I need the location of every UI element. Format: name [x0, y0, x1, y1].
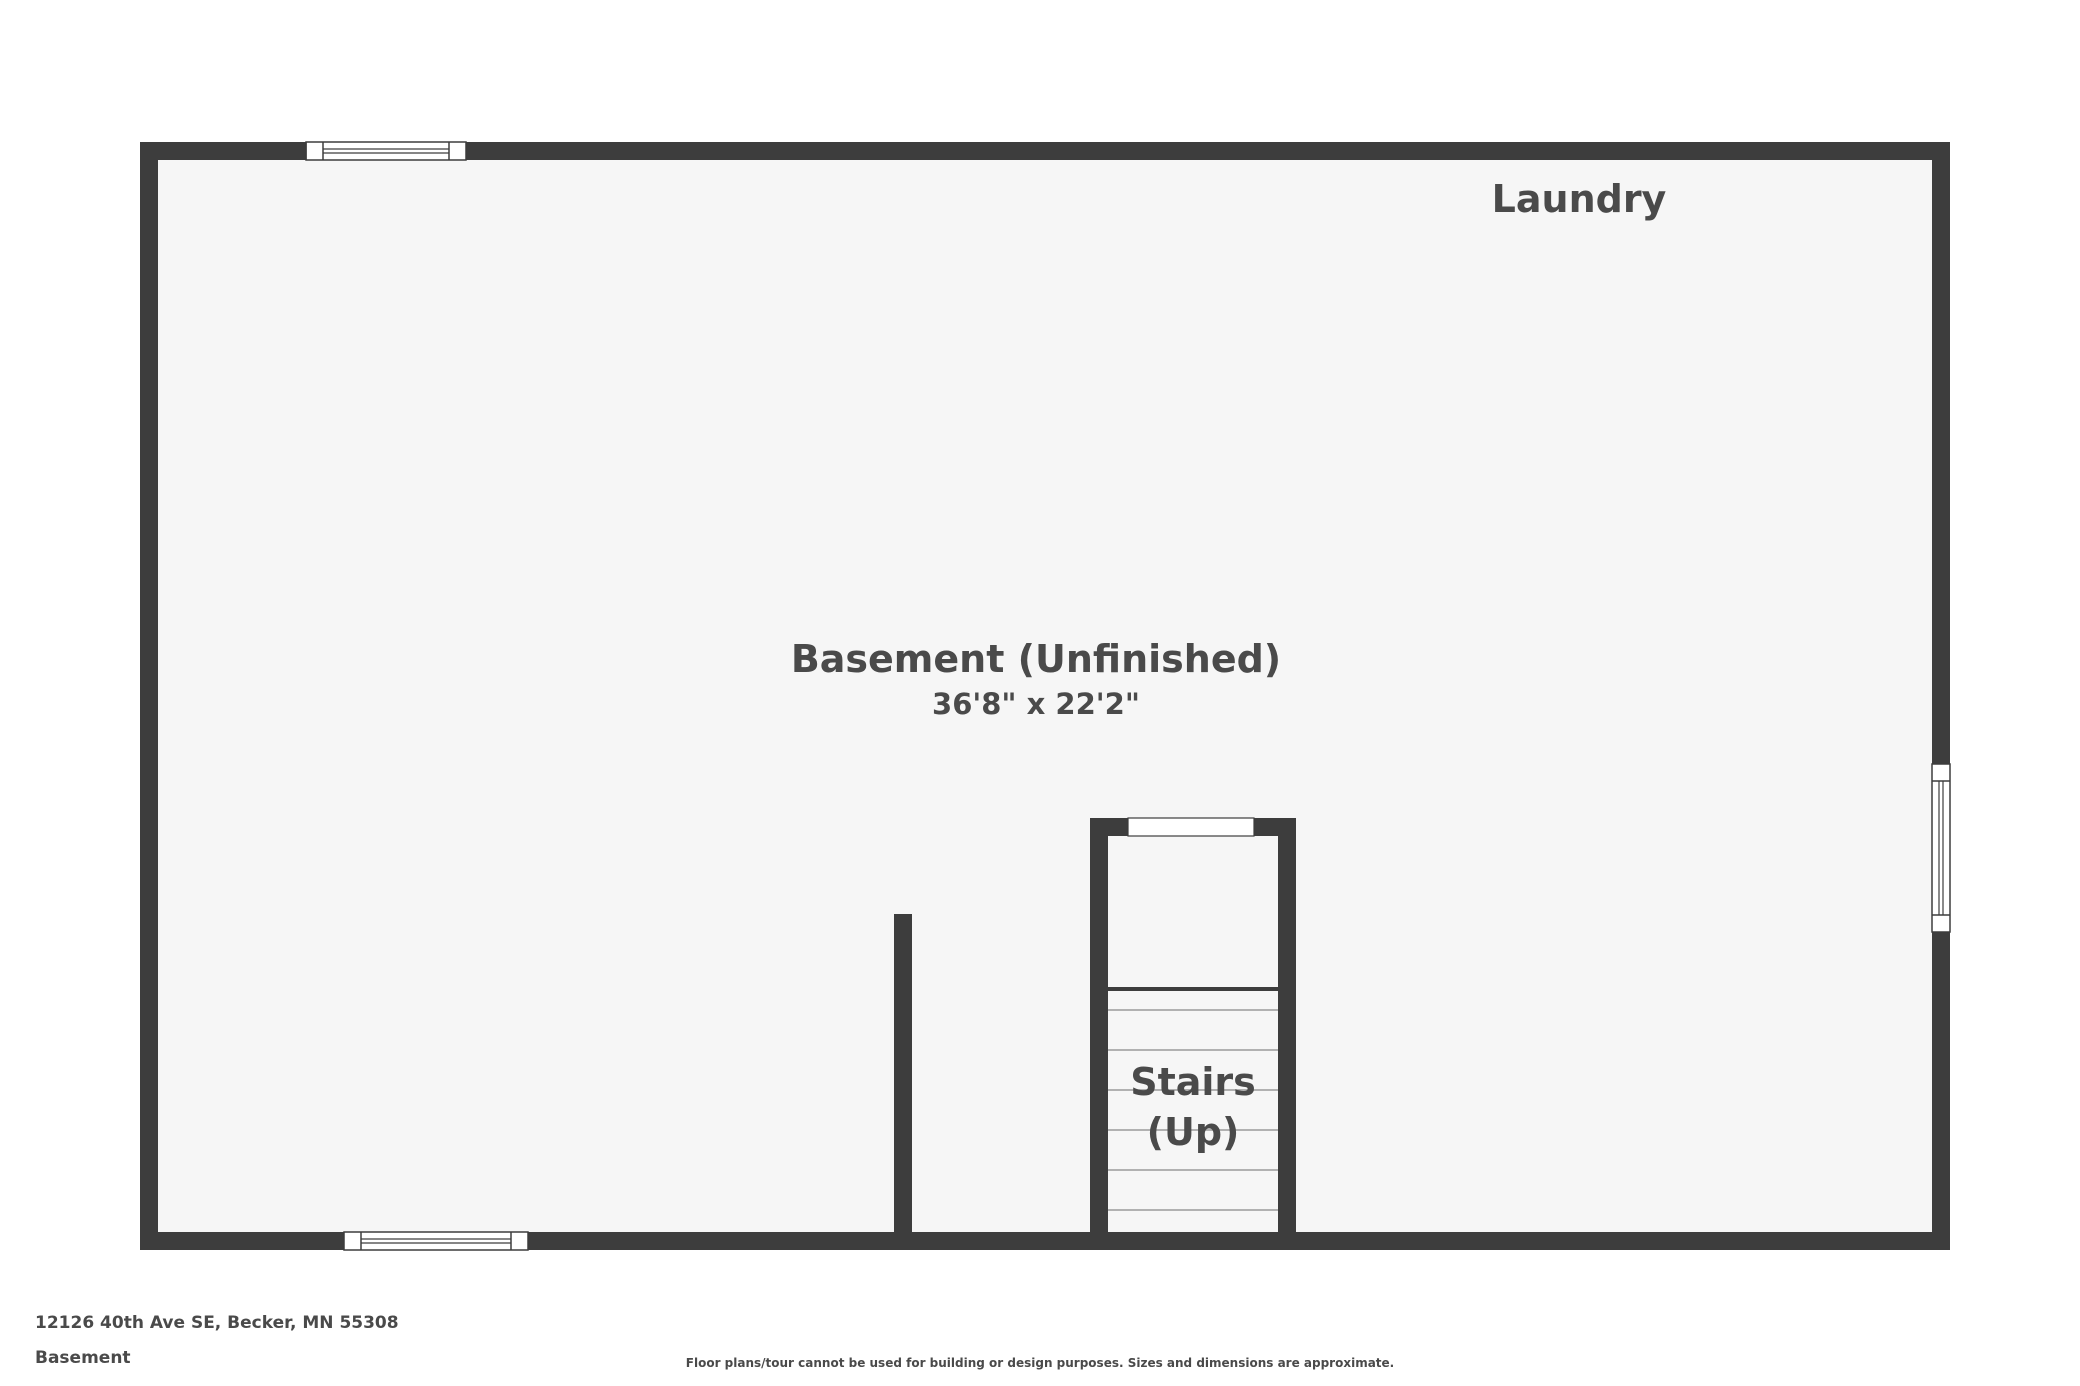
disclaimer: Floor plans/tour cannot be used for buil…	[685, 1356, 1395, 1370]
stair-treads	[1108, 1009, 1278, 1211]
basement-dimensions: 36'8" x 22'2"	[932, 687, 1140, 721]
partition-wall	[894, 914, 912, 1240]
wall-top	[140, 142, 1950, 160]
window-top	[305, 141, 467, 161]
basement-label: Basement (Unfinished)	[791, 637, 1281, 681]
basement-floor	[150, 150, 1938, 1242]
window-right	[1931, 763, 1951, 933]
wall-left	[140, 142, 158, 1250]
wall-bottom	[140, 1232, 1950, 1250]
stairs-direction-label: (Up)	[1147, 1110, 1240, 1154]
stair-opening	[1127, 817, 1255, 837]
window-bottom	[343, 1231, 529, 1251]
floor-level-label: Basement	[35, 1348, 131, 1368]
stairs-label: Stairs	[1130, 1060, 1256, 1104]
laundry-label: Laundry	[1492, 177, 1667, 221]
property-address: 12126 40th Ave SE, Becker, MN 55308	[35, 1313, 399, 1333]
wall-right	[1932, 142, 1950, 1250]
stair-enclosure	[1090, 817, 1296, 1238]
